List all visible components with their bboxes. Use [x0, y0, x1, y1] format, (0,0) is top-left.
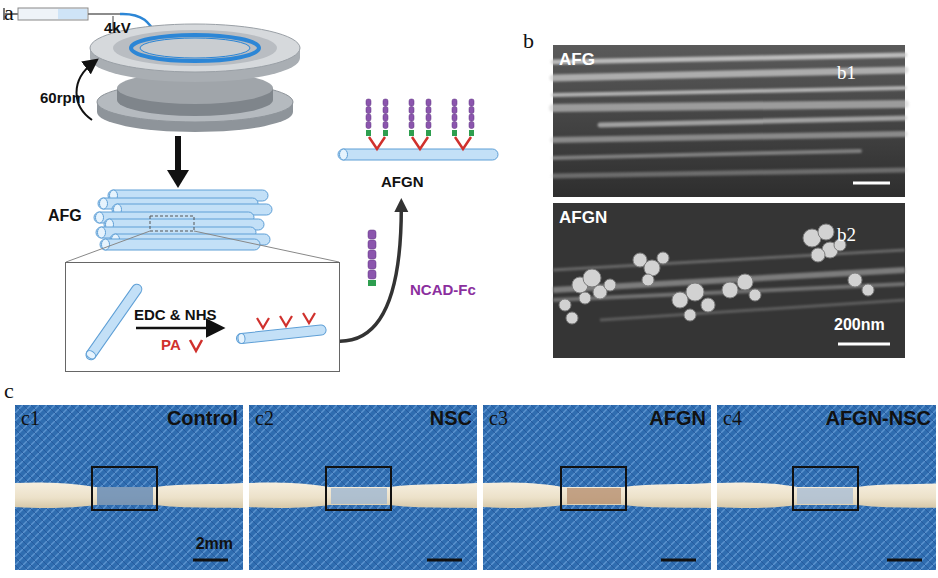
figure-label: a: [4, 2, 14, 24]
zoom-line: [66, 231, 150, 262]
figure-label: 4kV: [104, 20, 131, 35]
photo-panel: c1 Control 2mm: [15, 405, 243, 570]
nerve-photo: [717, 405, 938, 570]
sem-panel: AFG b1: [553, 45, 905, 197]
figure-label: b: [523, 30, 534, 52]
node-title: c3: [489, 408, 508, 428]
figure-label: 60rpm: [40, 90, 85, 105]
node-title: EDC & NHS: [134, 307, 217, 322]
node-text: b2: [837, 225, 856, 244]
arrow-head: [394, 198, 408, 212]
zoom-line: [194, 231, 339, 262]
node-title: c4: [723, 408, 742, 428]
photo-panel: c3 AFGN: [483, 405, 711, 570]
figure-label: c: [4, 380, 14, 402]
node-text: b1: [837, 63, 856, 82]
single-fiber: [84, 282, 144, 361]
afgn-fiber: [338, 99, 498, 160]
ncad-fc-molecule: [368, 230, 376, 286]
node-text: AFGN: [649, 408, 706, 428]
photo-panel: c4 AFGN-NSC: [717, 405, 936, 570]
pa-symbols: [257, 313, 315, 328]
node-title: AFGN: [381, 174, 424, 189]
node-title: AFG: [48, 208, 82, 224]
pa-symbol: [190, 340, 202, 351]
nerve-photo: [15, 405, 243, 570]
reaction-arrow: [136, 327, 218, 330]
rotating-collector: [90, 24, 300, 132]
fiber-bundle-box: AFG: [92, 188, 270, 250]
zoom-region: [150, 216, 194, 231]
reaction-inset: EDC & NHS PA: [65, 262, 340, 372]
node-text: 2mm: [196, 536, 233, 552]
edge-label: NCAD-Fc: [410, 282, 476, 297]
sem-image: [553, 203, 905, 358]
node-text: Control: [167, 408, 238, 428]
sem-panel: AFGN b2 200nm: [553, 203, 905, 358]
nerve-photo: [249, 405, 477, 570]
node-text: PA: [161, 337, 181, 352]
functionalized-fiber: [236, 325, 327, 344]
fiber-bundle: [94, 190, 272, 250]
afgn-fiber-box: AFGN: [335, 88, 505, 198]
node-title: c2: [255, 408, 274, 428]
process-arrow: [167, 136, 189, 188]
sem-image: [553, 45, 905, 197]
connector-arrow: [340, 208, 401, 341]
photo-panel: c2 NSC: [249, 405, 477, 570]
node-text: 200nm: [834, 317, 885, 333]
node-title: AFG: [559, 51, 595, 68]
node-text: AFGN-NSC: [825, 408, 931, 428]
nerve-photo: [483, 405, 711, 570]
node-title: c1: [21, 408, 40, 428]
node-text: NSC: [430, 408, 472, 428]
node-title: AFGN: [559, 209, 607, 226]
